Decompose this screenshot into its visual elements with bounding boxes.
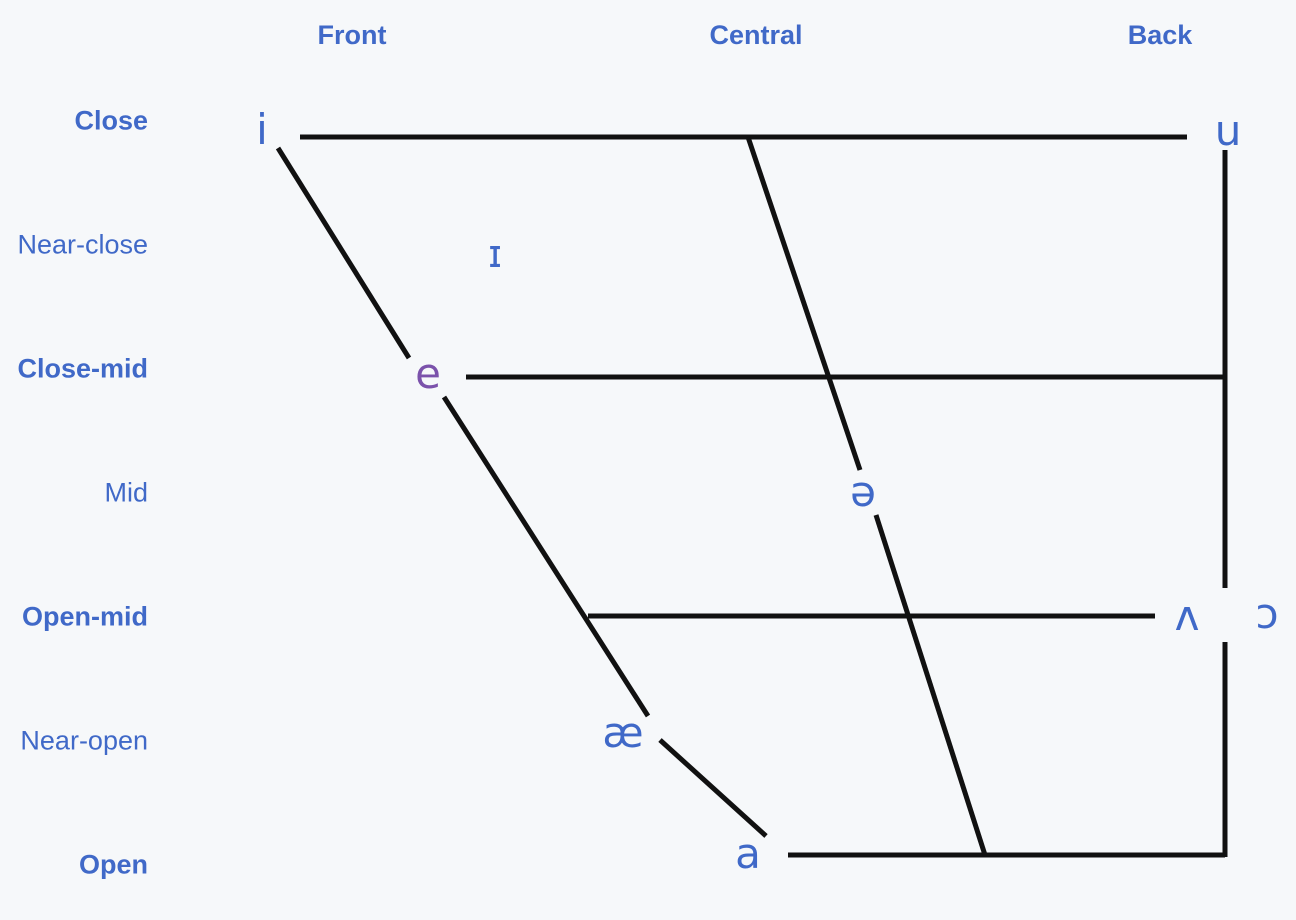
vowel-symbol-i[interactable]: i [256,105,268,154]
row-label-near-close: Near-close [17,229,148,260]
vowel-symbol-turned-v[interactable]: ʌ [1174,591,1200,640]
column-label-back: Back [1127,20,1193,50]
vowel-symbol-small-capital-i[interactable]: ɪ [487,232,503,276]
vowel-symbol-a[interactable]: a [735,829,761,878]
row-label-open: Open [78,849,148,880]
vowel-symbol-e[interactable]: e [415,349,441,398]
front-edge-mid [441,395,651,718]
vowel-symbol-schwa[interactable]: ə [850,467,876,516]
front-edge-lower [658,738,768,838]
row-label-near-open: Near-open [20,725,148,756]
vowel-symbol-u[interactable]: u [1214,106,1242,155]
central-edge-lower [873,514,988,856]
row-label-open-mid: Open-mid [22,601,148,632]
row-label-close: Close [74,105,148,136]
central-edge-upper [745,136,863,471]
vowel-symbol-ash[interactable]: æ [602,708,644,757]
row-label-mid: Mid [104,477,148,508]
vowel-symbol-open-o[interactable]: ɔ [1255,589,1279,638]
front-edge-upper [275,146,412,360]
column-label-central: Central [709,20,803,50]
column-label-front: Front [317,20,387,50]
row-label-close-mid: Close-mid [17,353,148,384]
